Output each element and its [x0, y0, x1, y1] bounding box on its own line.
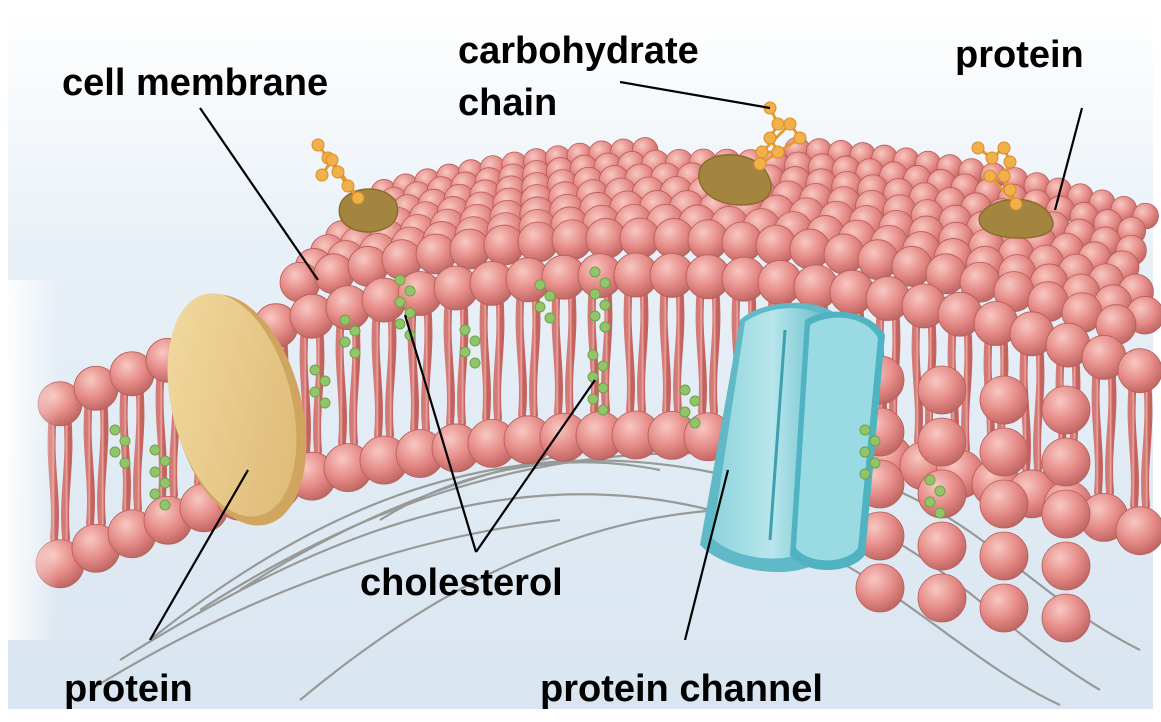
label-carbohydrate-chain-line2: chain — [458, 82, 557, 124]
label-protein-bottom-left: protein — [64, 668, 193, 710]
label-protein-channel: protein channel — [540, 668, 823, 710]
label-cell-membrane: cell membrane — [62, 62, 328, 104]
label-carbohydrate-chain-line1: carbohydrate — [458, 30, 699, 72]
label-cholesterol: cholesterol — [360, 562, 563, 604]
label-protein-top-right: protein — [955, 34, 1084, 76]
